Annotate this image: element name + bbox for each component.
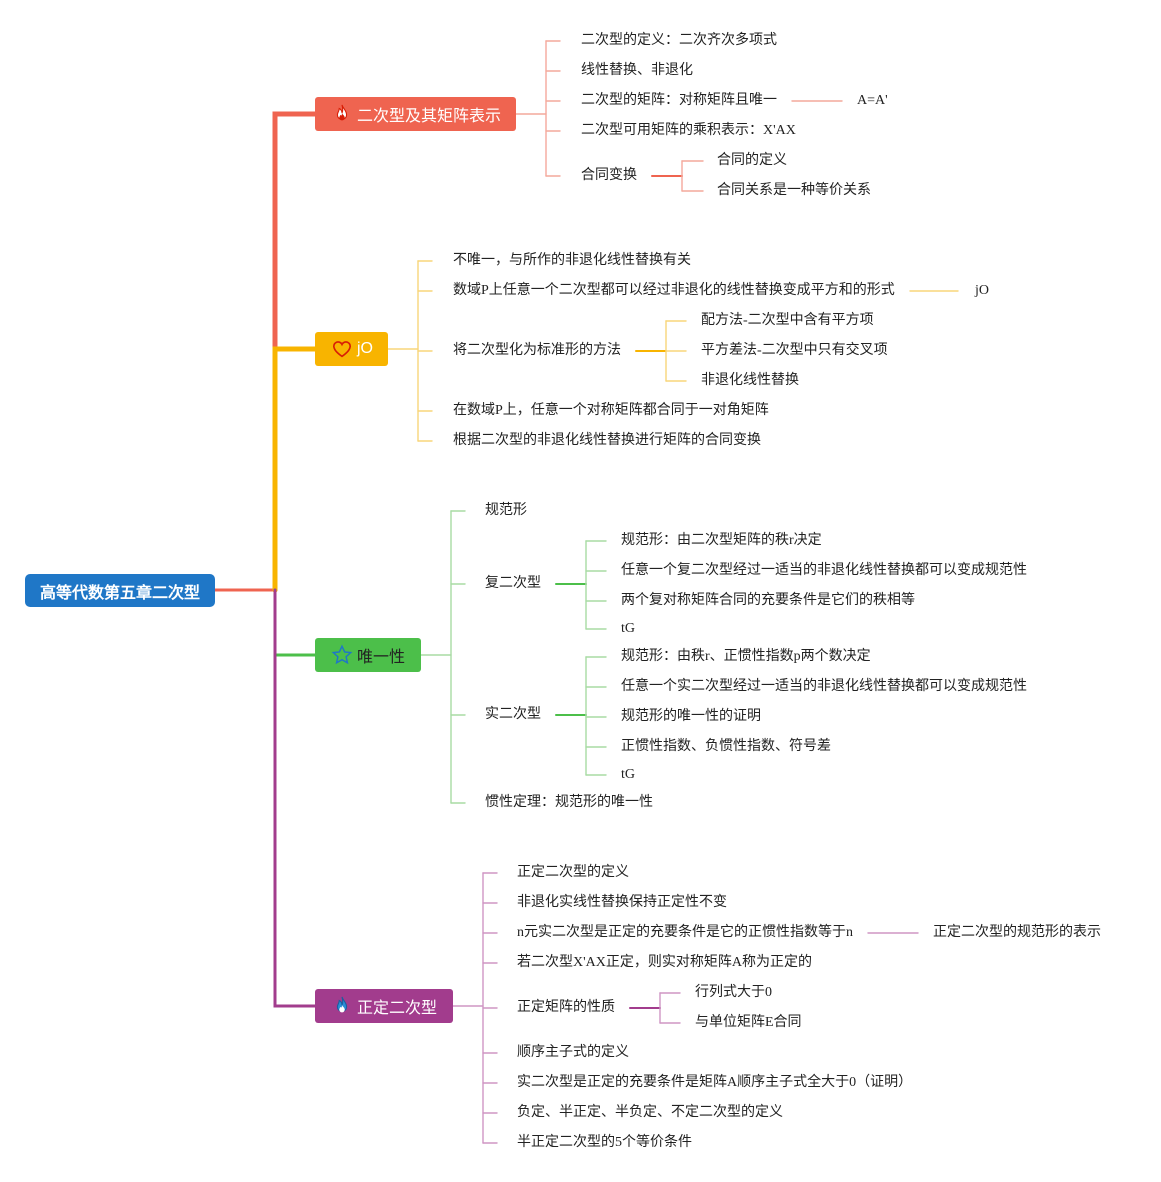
topic[interactable]: 实二次型是正定的充要条件是矩阵A顺序主子式全大于0（证明） (517, 1075, 913, 1090)
topic[interactable]: 平方差法-二次型中只有交叉项 (701, 343, 888, 358)
heart-icon (331, 338, 353, 360)
topic[interactable]: 规范形：由二次型矩阵的秩r决定 (621, 533, 822, 548)
topic[interactable]: 与单位矩阵E合同 (695, 1015, 802, 1030)
topic[interactable]: 正惯性指数、负惯性指数、符号差 (621, 739, 831, 754)
topic[interactable]: 正定矩阵的性质 (517, 1000, 615, 1015)
topic[interactable]: 不唯一，与所作的非退化线性替换有关 (453, 253, 691, 268)
topic[interactable]: 配方法-二次型中含有平方项 (701, 313, 874, 328)
branch-positive-definite[interactable]: 正定二次型 (315, 989, 453, 1023)
star-icon (331, 644, 353, 666)
topic[interactable]: 合同的定义 (717, 153, 787, 168)
topic[interactable]: tG (621, 767, 635, 782)
branch-label: jO (357, 340, 373, 357)
topic[interactable]: 线性替换、非退化 (581, 63, 693, 78)
topic[interactable]: 惯性定理：规范形的唯一性 (485, 795, 653, 810)
branch-label: 二次型及其矩阵表示 (357, 108, 502, 125)
topic[interactable]: 二次型的定义：二次齐次多项式 (581, 33, 777, 48)
branch-quadratic-form-matrix[interactable]: 二次型及其矩阵表示 (315, 97, 516, 131)
fire-icon (331, 103, 353, 125)
topic[interactable]: 二次型的矩阵：对称矩阵且唯一 (581, 93, 777, 108)
trunk-branch-4 (273, 588, 317, 1008)
topic[interactable]: 规范形的唯一性的证明 (621, 709, 761, 724)
topic[interactable]: 规范形 (485, 503, 527, 518)
topic[interactable]: 规范形：由秩r、正惯性指数p两个数决定 (621, 649, 871, 664)
branch-label: 唯一性 (357, 649, 406, 666)
branch-label: 正定二次型 (357, 1000, 438, 1017)
topic[interactable]: 合同变换 (581, 168, 637, 183)
topic[interactable]: 两个复对称矩阵合同的充要条件是它们的秩相等 (621, 593, 915, 608)
topic[interactable]: 半正定二次型的5个等价条件 (517, 1135, 692, 1150)
trunk-branch-1 (272, 111, 318, 593)
topic[interactable]: 数域P上任意一个二次型都可以经过非退化的线性替换变成平方和的形式 (453, 283, 895, 298)
topic[interactable]: 非退化线性替换 (701, 373, 799, 388)
topic[interactable]: 任意一个实二次型经过一适当的非退化线性替换都可以变成规范性 (621, 679, 1027, 694)
branch-jo[interactable]: jO (315, 332, 388, 366)
topic[interactable]: 行列式大于0 (695, 985, 772, 1000)
branch-uniqueness[interactable]: 唯一性 (315, 638, 421, 672)
topic[interactable]: jO (975, 283, 989, 298)
fire-icon (331, 995, 353, 1017)
topic[interactable]: 非退化实线性替换保持正定性不变 (517, 895, 727, 910)
topic[interactable]: 顺序主子式的定义 (517, 1045, 629, 1060)
trunk-branch-2 (272, 346, 318, 593)
topic[interactable]: 任意一个复二次型经过一适当的非退化线性替换都可以变成规范性 (621, 563, 1027, 578)
topic[interactable]: 复二次型 (485, 576, 541, 591)
topic[interactable]: 若二次型X'AX正定，则实对称矩阵A称为正定的 (517, 955, 812, 970)
topic[interactable]: 正定二次型的定义 (517, 865, 629, 880)
topic[interactable]: A=A' (857, 93, 888, 108)
topic[interactable]: 合同关系是一种等价关系 (717, 183, 871, 198)
topic[interactable]: 根据二次型的非退化线性替换进行矩阵的合同变换 (453, 433, 761, 448)
topic[interactable]: 负定、半正定、半负定、不定二次型的定义 (517, 1105, 783, 1120)
topic[interactable]: tG (621, 621, 635, 636)
topic[interactable]: 将二次型化为标准形的方法 (453, 343, 621, 358)
topic[interactable]: n元实二次型是正定的充要条件是它的正惯性指数等于n (517, 925, 853, 940)
trunk-branch-3 (273, 588, 317, 657)
topic[interactable]: 二次型可用矩阵的乘积表示：X'AX (581, 123, 796, 138)
root-topic[interactable]: 高等代数第五章二次型 (25, 574, 215, 607)
topic[interactable]: 实二次型 (485, 707, 541, 722)
topic[interactable]: 正定二次型的规范形的表示 (933, 925, 1101, 940)
topic[interactable]: 在数域P上，任意一个对称矩阵都合同于一对角矩阵 (453, 403, 769, 418)
